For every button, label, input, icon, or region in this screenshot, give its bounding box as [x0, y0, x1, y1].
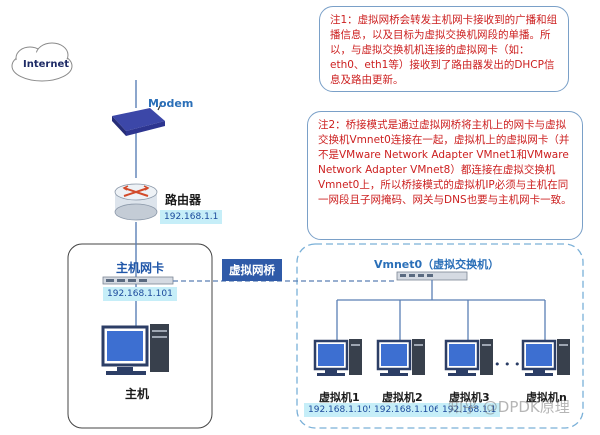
internet-label: Internet: [23, 59, 70, 70]
bridge-label: 虚拟网桥: [222, 259, 282, 281]
watermark: 知乎 @DPDK原理: [448, 398, 570, 416]
vm3-name: 虚拟机3: [449, 391, 490, 404]
modem-icon: [112, 101, 165, 136]
vmn-name: 虚拟机n: [526, 391, 567, 404]
vm1-ip: 192.168.1.105: [304, 403, 378, 417]
modem-label: Modem: [148, 97, 194, 110]
vm-computer-icon: [444, 339, 493, 376]
note-2: 注2：桥接模式是通过虚拟网桥将主机上的网卡与虚拟交换机Vmnet0连接在一起，虚…: [307, 111, 583, 240]
note-1-text: 注1：虚拟网桥会转发主机网卡接收到的广播和组播信息，以及目标为虚拟交换机网段的单…: [330, 14, 558, 86]
vm1-name: 虚拟机1: [319, 391, 360, 404]
vswitch-dashed-box: [296, 243, 584, 429]
internet-cloud-icon: [11, 42, 73, 82]
vm2-name: 虚拟机2: [382, 391, 423, 404]
host-label: 主机: [125, 387, 150, 401]
vm3-ip: 192.168.1.1: [438, 403, 501, 417]
router-ip: 192.168.1.1: [160, 210, 223, 224]
host-nic-ip: 192.168.1.101: [103, 287, 177, 301]
vm-computer-icon: [313, 339, 362, 376]
host-nic-label: 主机网卡: [116, 261, 165, 275]
vswitch-label: Vmnet0（虚拟交换机）: [374, 258, 500, 271]
note-2-text: 注2：桥接模式是通过虚拟网桥将主机上的网卡与虚拟交换机Vmnet0连接在一起，虚…: [318, 119, 572, 206]
vswitch-links: [336, 280, 546, 340]
vm2-ip: 192.168.1.106: [370, 403, 444, 417]
vm-computer-icon: [521, 339, 570, 376]
vm-ellipsis: • • •: [494, 358, 521, 371]
note-1: 注1：虚拟网桥会转发主机网卡接收到的广播和组播信息，以及目标为虚拟交换机网段的单…: [319, 6, 569, 92]
router-icon: [114, 183, 158, 221]
vm-computer-icon: [376, 339, 425, 376]
router-label: 路由器: [165, 193, 202, 207]
host-computer-icon: [101, 324, 169, 375]
host-box: [67, 243, 213, 429]
